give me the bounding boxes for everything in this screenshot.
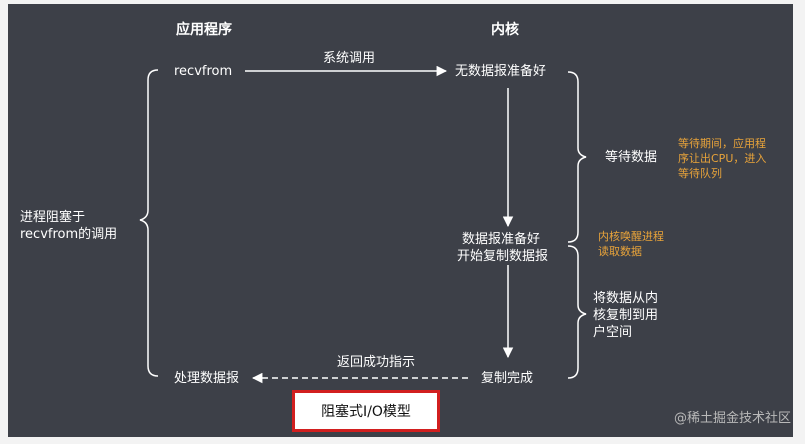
app-header: 应用程序 xyxy=(176,22,232,38)
copy-label-line1: 将数据从内 xyxy=(593,291,659,306)
wait-note-line3: 等待队列 xyxy=(678,167,722,180)
model-caption: 阻塞式I/O模型 xyxy=(292,390,440,432)
recvfrom-label: recvfrom xyxy=(174,64,233,79)
copy-label-line2: 核复制到用 xyxy=(593,308,659,323)
wake-note-line2: 读取数据 xyxy=(598,245,642,258)
wait-note-line2: 序让出CPU，进入 xyxy=(678,152,767,165)
watermark: @稀土掘金技术社区 xyxy=(673,411,791,426)
syscall-label: 系统调用 xyxy=(323,51,376,66)
return-success-label: 返回成功指示 xyxy=(337,355,416,370)
model-caption-text: 阻塞式I/O模型 xyxy=(321,404,411,420)
diagram-canvas xyxy=(8,4,793,437)
process-data-label: 处理数据报 xyxy=(174,371,240,386)
wake-note-line1: 内核唤醒进程 xyxy=(598,230,664,243)
blocked-label-line1: 进程阻塞于 xyxy=(20,210,86,225)
copy-brace xyxy=(567,245,587,379)
no-data-ready-label: 无数据报准备好 xyxy=(455,64,547,79)
copy-done-label: 复制完成 xyxy=(481,371,534,386)
wait-brace xyxy=(567,71,587,243)
left-brace xyxy=(139,69,159,377)
blocked-label-line2: recvfrom的调用 xyxy=(20,227,118,242)
wait-note-line1: 等待期间，应用程 xyxy=(678,137,766,150)
copy-label-line3: 户空间 xyxy=(593,325,633,340)
data-ready-line1: 数据报准备好 xyxy=(462,232,541,247)
kernel-header: 内核 xyxy=(491,22,519,38)
wait-data-label: 等待数据 xyxy=(605,150,658,165)
data-ready-line2: 开始复制数据报 xyxy=(457,249,549,264)
